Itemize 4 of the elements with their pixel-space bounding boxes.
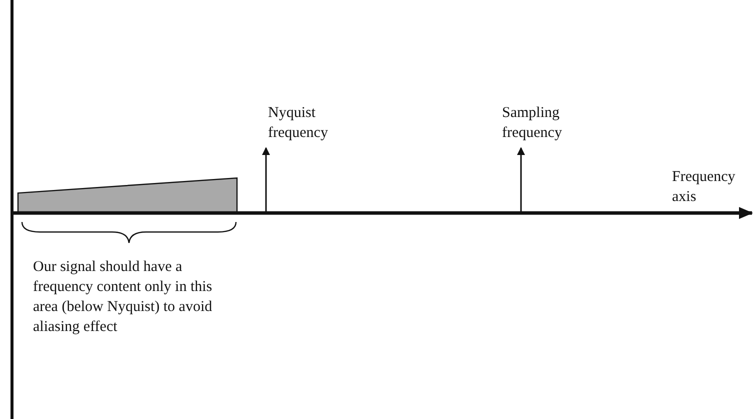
axis-label: Sampling frequency	[502, 104, 563, 143]
annotation-text: Our signal should have a frequency content only in this area (below Nyquist) to avoid aliasing effect	[33, 258, 214, 337]
axis-label: Nyquist frequency	[268, 104, 329, 143]
axis-label: Frequency axis	[672, 168, 736, 207]
